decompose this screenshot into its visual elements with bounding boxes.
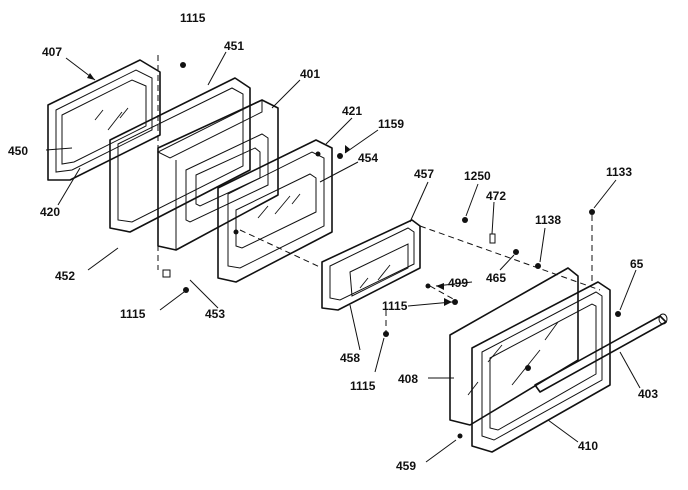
label-408: 408 [398,372,418,386]
label-1133: 1133 [606,165,632,179]
assembly-dashed-lines [157,55,601,332]
label-410: 410 [578,439,598,453]
label-450: 450 [8,144,28,158]
label-65: 65 [630,257,644,271]
label-1115-left: 1115 [120,307,146,321]
part-408-outer-glass [449,267,579,426]
part-451-gasket [109,77,251,233]
label-452: 452 [55,269,75,283]
part-410-door-frame [471,281,611,453]
label-1115-bot: 1115 [350,379,376,393]
label-1115-top: 1115 [180,11,206,25]
label-457: 457 [414,167,434,181]
label-421: 421 [342,104,362,118]
label-407: 407 [42,45,62,59]
label-1138: 1138 [535,213,561,227]
label-472: 472 [486,189,506,203]
label-401: 401 [300,67,320,81]
leader-lines [45,51,641,463]
label-1250: 1250 [464,169,491,183]
part-403-handle [534,313,668,393]
label-454: 454 [358,151,378,165]
label-465: 465 [486,271,506,285]
label-499: 499 [448,276,468,290]
label-459: 459 [396,459,416,473]
hardware-screws [162,62,621,439]
part-407-outer-frame [47,59,161,181]
part-421-inner-panel [217,139,333,283]
label-403: 403 [638,387,658,401]
part-labels: 1115 407 451 401 421 1159 454 450 420 45… [8,11,658,473]
label-453: 453 [205,307,225,321]
label-420: 420 [40,205,60,219]
label-1115-mid: 1115 [382,299,408,313]
label-451: 451 [224,39,244,53]
label-458: 458 [340,351,360,365]
part-457-glass-retainer [321,219,421,311]
label-1159: 1159 [378,117,404,131]
